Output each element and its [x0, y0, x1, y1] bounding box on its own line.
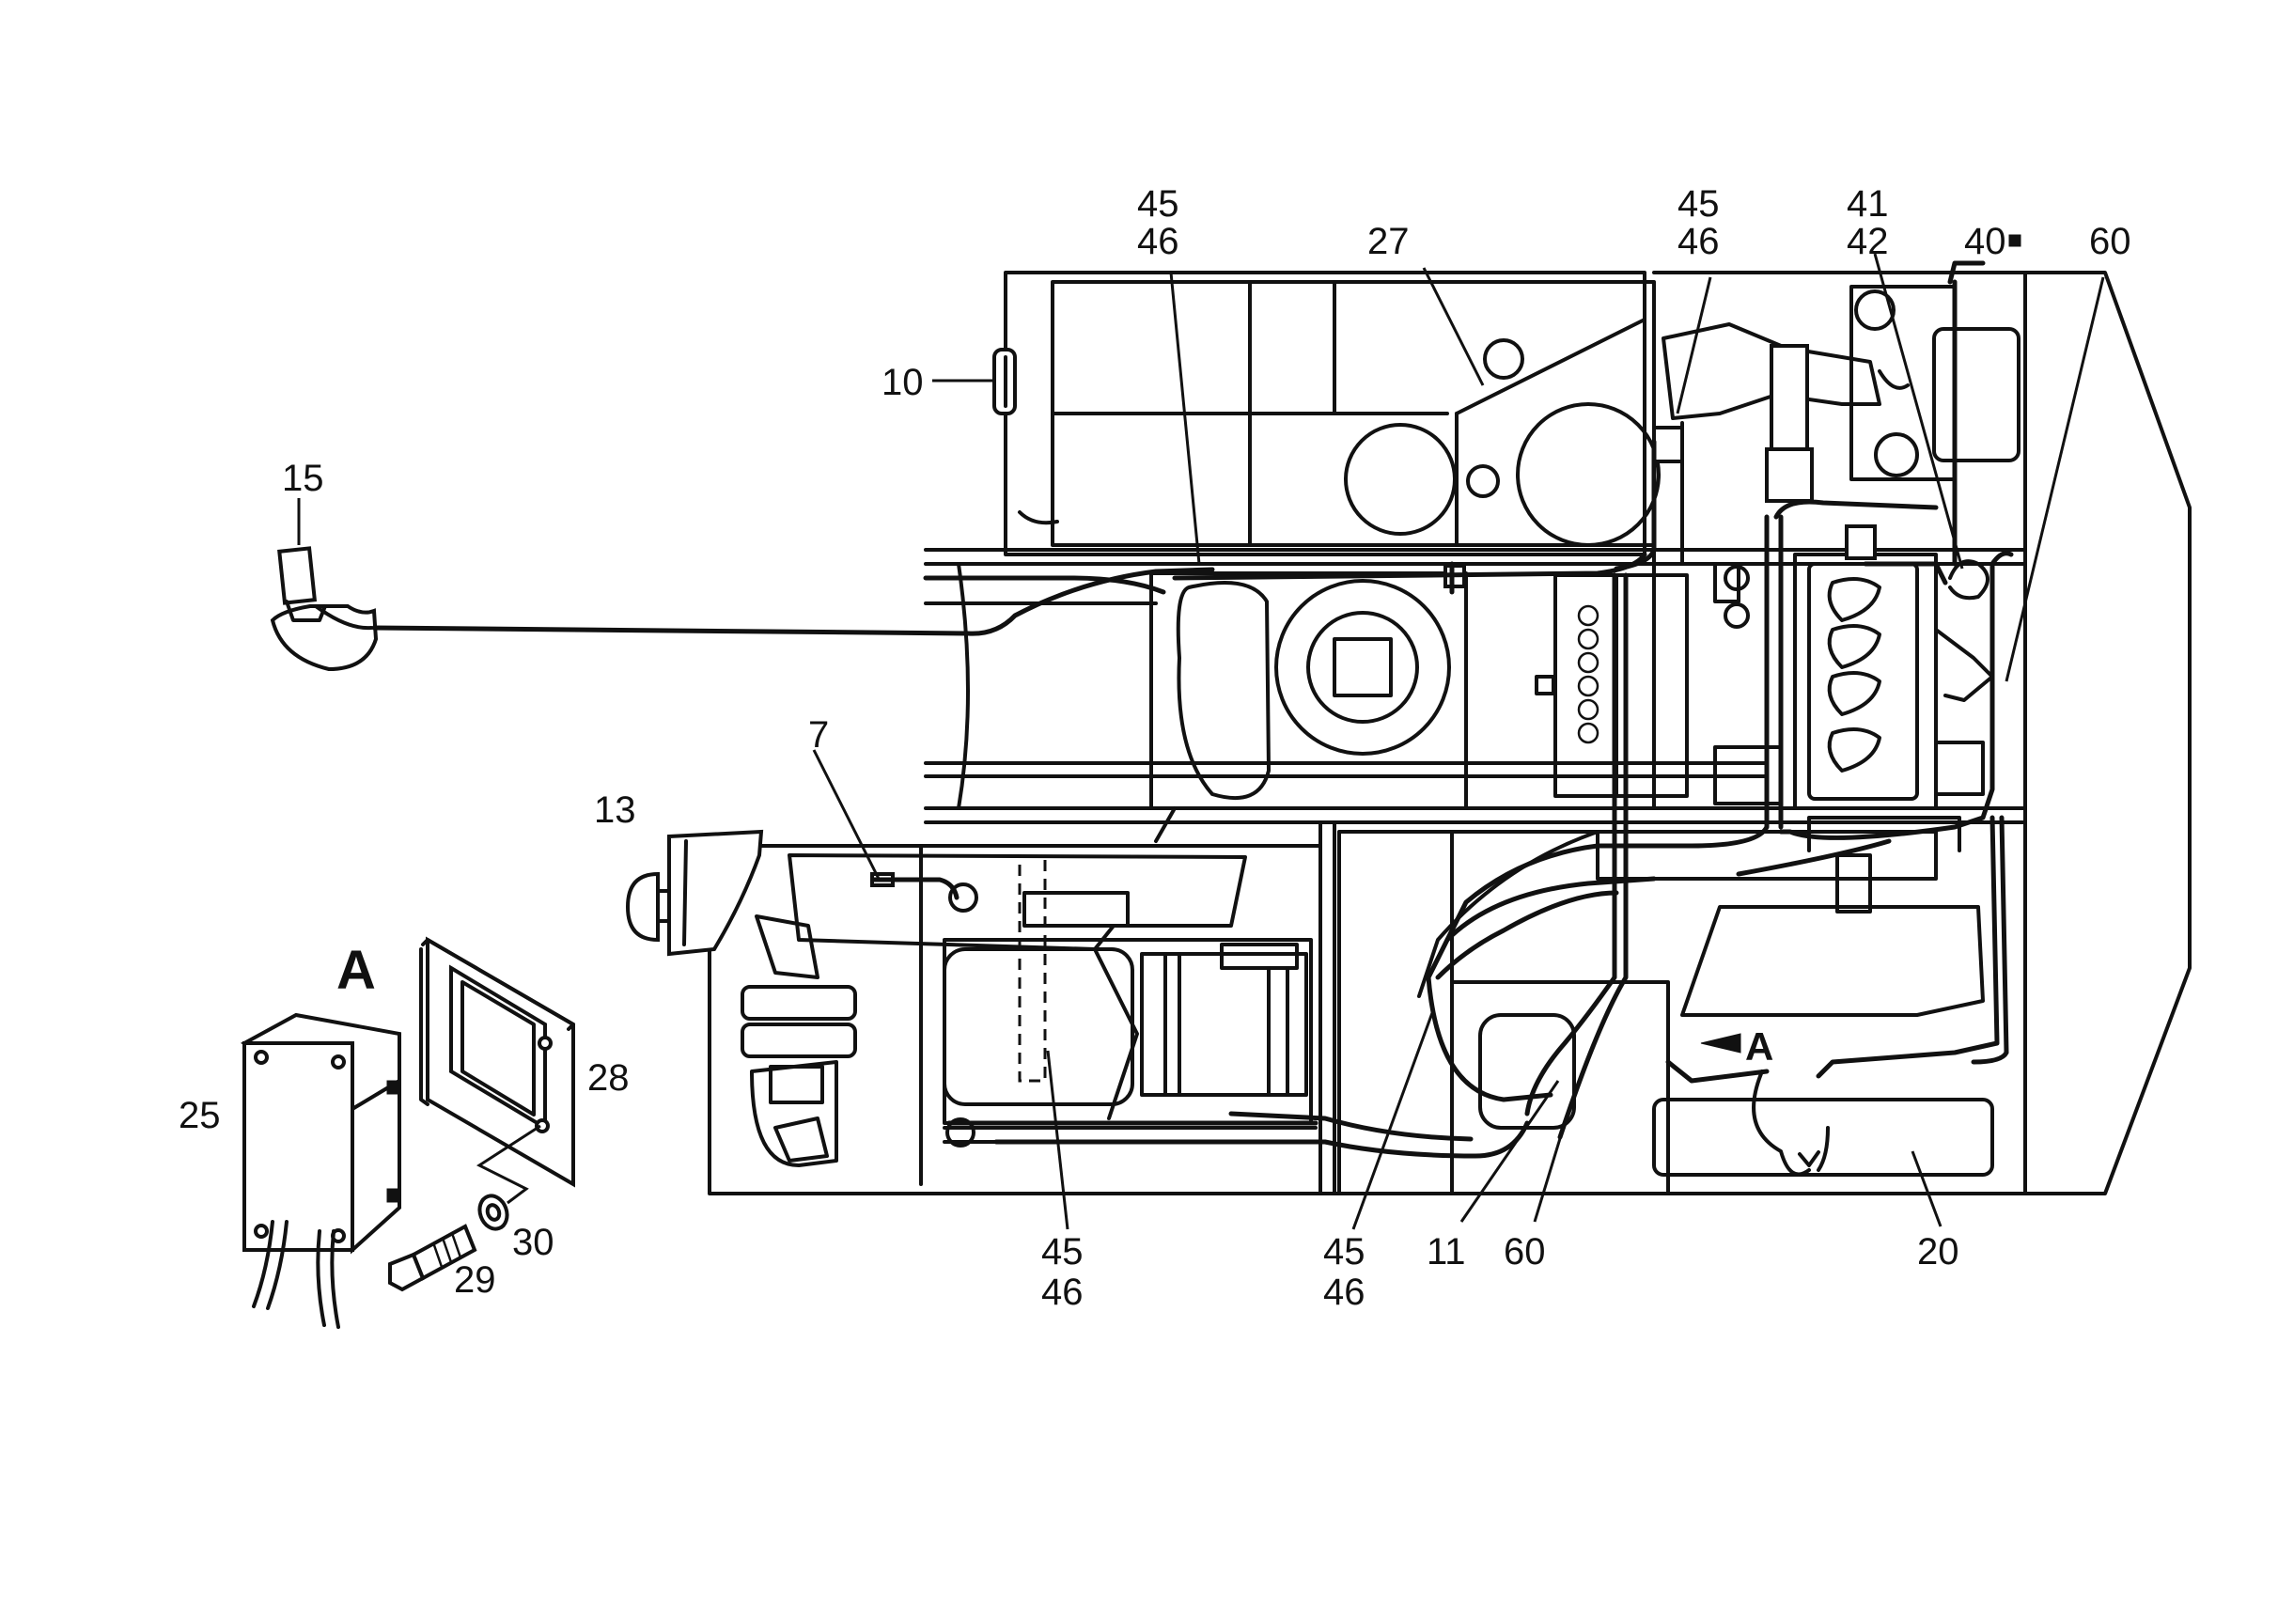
callout-45-lower-left: 45: [1041, 1231, 1084, 1273]
engine-block: [1149, 564, 1689, 843]
callout-41: 41: [1847, 183, 1889, 225]
detail-a-part-28-gasket: [419, 936, 575, 1188]
callout-45-lower-mid: 45: [1323, 1231, 1365, 1273]
frame-rails: [924, 548, 2027, 824]
harness-wires: [923, 260, 2014, 1159]
callout-60-bottom: 60: [1504, 1231, 1546, 1273]
callout-leaders: [297, 253, 2105, 1230]
detail-a-part-30-washer: [477, 1194, 509, 1231]
callout-46-top-left: 46: [1137, 221, 1179, 262]
part-15-sensor: [270, 546, 379, 672]
callout-30: 30: [512, 1222, 554, 1263]
callout-42: 42: [1847, 221, 1889, 262]
harness-wire-part-15: [371, 567, 1215, 636]
callout-46-top-right: 46: [1677, 221, 1720, 262]
callout-29: 29: [454, 1259, 496, 1301]
callout-45-top-right: 45: [1677, 183, 1720, 225]
callout-10: 10: [882, 362, 924, 403]
part-10-cap: [992, 348, 1017, 415]
part-7-wire: [871, 877, 960, 900]
callout-45-top-left: 45: [1137, 183, 1179, 225]
lower-right-assembly: [1337, 816, 1994, 1195]
callout-46-lower-left: 46: [1041, 1272, 1084, 1313]
callout-28: 28: [587, 1057, 630, 1099]
detail-a-part-29-bolt: [388, 1224, 477, 1292]
callout-11: 11: [1427, 1231, 1466, 1273]
callout-46-lower-mid: 46: [1323, 1272, 1365, 1313]
callout-labels: 45 46 27 45 46 41 42 40 60 10 15 7 13 28…: [179, 183, 2131, 1313]
callout-60-top: 60: [2089, 221, 2131, 262]
detail-a-assembly-line: [476, 1124, 541, 1205]
callout-40-marker: [2008, 234, 2021, 247]
callout-13: 13: [594, 789, 636, 831]
callout-20: 20: [1917, 1231, 1959, 1273]
view-a-arrow: [1700, 1033, 1741, 1054]
dashed-hidden-line: [1018, 855, 1047, 1083]
view-a-reference-label: A: [1745, 1024, 1773, 1069]
callout-27: 27: [1367, 221, 1410, 262]
callout-25: 25: [179, 1095, 221, 1136]
detail-view-letter: A: [336, 940, 376, 1001]
upper-housing: [992, 271, 1661, 556]
detail-a-part-25-box: [240, 1012, 401, 1329]
part-13-lamp: [625, 829, 764, 957]
callout-15: 15: [282, 458, 324, 499]
callout-7: 7: [808, 714, 829, 756]
callout-40: 40: [1964, 221, 2006, 262]
